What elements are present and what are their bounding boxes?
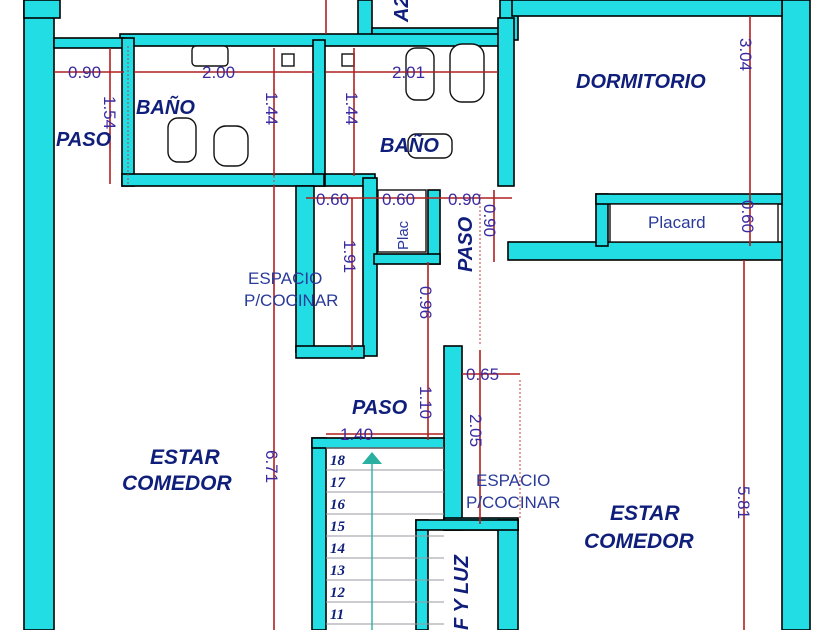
fixtures: [167, 43, 485, 167]
dim-0.96: 0.96: [416, 286, 435, 319]
wall-placard-vertical: [362, 177, 378, 357]
dim-0.60-right: 0.60: [738, 200, 757, 233]
dim-0.60-a: 0.60: [316, 190, 349, 209]
label-espacio-right-1: ESPACIO: [476, 471, 550, 490]
dim-5.81: 5.81: [734, 486, 753, 519]
stair-step-number: 18: [330, 453, 346, 469]
wall-bath-divider: [312, 39, 326, 187]
room-label-bano-left: BAÑO: [136, 96, 195, 119]
dim-0.90-vertical: 0.90: [480, 204, 499, 237]
stair-step-number: 17: [330, 475, 346, 491]
wall-top-segment-mid: [357, 0, 373, 39]
dim-0.90-mid: 0.90: [448, 190, 481, 209]
room-labels: DORMITORIO BAÑO BAÑO PASO PASO PASO A2 E…: [56, 0, 706, 630]
room-label-a2: A2: [391, 0, 413, 23]
label-espacio-right-2: P/COCINAR: [466, 493, 560, 512]
dim-1.44-a: 1.44: [262, 92, 281, 125]
dim-1.40: 1.40: [340, 425, 373, 444]
stair-step-number: 13: [330, 563, 346, 579]
stair-step-number: 14: [330, 541, 346, 557]
room-label-bano-right: BAÑO: [380, 134, 439, 157]
placard-small-box: [377, 189, 427, 253]
stair-step-number: 15: [330, 519, 346, 535]
wall-right-outer: [781, 0, 811, 630]
sink-icon: [405, 47, 435, 101]
bathtub-icon: [407, 133, 453, 159]
label-placard: Placard: [648, 213, 706, 232]
dim-1.54: 1.54: [100, 96, 119, 129]
wall-top-segment-left: [23, 0, 61, 19]
label-placard-small: Plac: [395, 220, 412, 250]
wall-patio-top: [415, 519, 519, 531]
wall-bath-bottom-left: [121, 173, 325, 187]
stair-step-number: 12: [330, 585, 346, 601]
bidet-icon: [167, 117, 197, 163]
wall-placard-small-bottom: [373, 253, 441, 265]
wall-stair-right-vertical: [443, 345, 463, 531]
dimension-lines: [54, 0, 751, 630]
room-label-estar-right-1: ESTAR: [610, 502, 680, 525]
room-label-paso-center: PASO: [352, 397, 408, 419]
wall-patio-right: [497, 519, 519, 630]
sink-icon: [191, 45, 229, 67]
room-label-dormitorio: DORMITORIO: [576, 71, 706, 93]
dimension-labels: 0.90 2.00 2.01 1.54 1.44 1.44 3.04 0.60 …: [68, 38, 757, 519]
dim-0.60-b: 0.60: [382, 190, 415, 209]
dim-1.44-b: 1.44: [342, 92, 361, 125]
staircase: 181716151413121110: [326, 447, 444, 630]
arrow-up-icon: [362, 452, 382, 464]
tap-icon: [281, 53, 295, 67]
tap-icon: [341, 53, 355, 67]
dim-0.90-left: 0.90: [68, 63, 101, 82]
wall-kitchen-left-bottom: [295, 345, 365, 359]
wall-bath-right-vertical: [497, 17, 515, 187]
dim-6.71: 6.71: [262, 450, 281, 483]
dim-3.04: 3.04: [736, 38, 755, 71]
toilet-icon: [213, 125, 249, 167]
dim-2.05: 2.05: [466, 414, 485, 447]
label-espacio-left-1: ESPACIO: [248, 269, 322, 288]
stair-step-number: 11: [330, 607, 344, 623]
room-label-paso-vertical: PASO: [455, 216, 477, 272]
room-label-estar-right-2: COMEDOR: [584, 530, 695, 553]
dim-2.00: 2.00: [202, 63, 235, 82]
room-label-estar-left-1: ESTAR: [150, 446, 220, 469]
label-espacio-left-2: P/COCINAR: [244, 291, 338, 310]
stair-step-number: 16: [330, 497, 346, 513]
wall-stair-left-vertical: [311, 437, 327, 630]
wall-bath-top-step: [53, 37, 125, 49]
room-label-patio: F Y LUZ: [451, 554, 473, 630]
room-label-estar-left-2: COMEDOR: [122, 472, 233, 495]
wall-bath-top: [119, 33, 501, 47]
wall-left-outer: [23, 0, 55, 630]
dim-1.91: 1.91: [340, 240, 359, 273]
wall-stair-top: [311, 437, 445, 449]
wall-placard-small-side: [427, 189, 441, 265]
toilet-icon: [449, 43, 485, 103]
dim-2.01: 2.01: [392, 63, 425, 82]
wall-corridor-right: [507, 241, 783, 261]
wall-top-right: [511, 0, 783, 17]
room-label-paso-left: PASO: [56, 129, 112, 151]
dim-0.65: 0.65: [466, 365, 499, 384]
dim-1.10: 1.10: [416, 386, 435, 419]
